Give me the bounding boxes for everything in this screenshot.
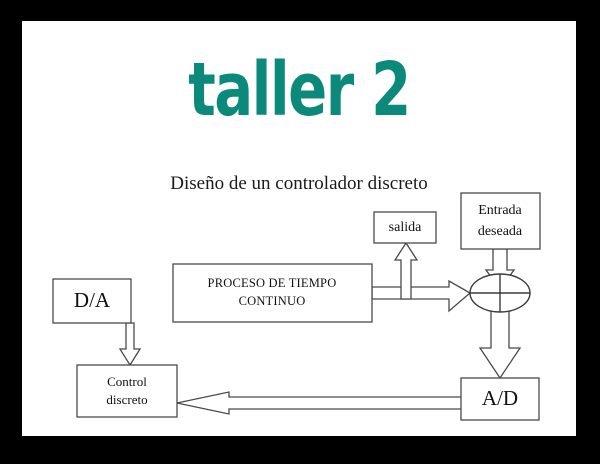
block-da[interactable]: D/A (52, 278, 132, 324)
block-ad-label: A/D (482, 386, 518, 410)
block-control-label-line1: Control (107, 374, 147, 389)
block-entrada-deseada[interactable]: Entrada deseada (460, 192, 541, 250)
block-control-label-line2: discreto (106, 392, 147, 407)
connector-ad-to-control (176, 391, 484, 415)
block-ad[interactable]: A/D (460, 377, 540, 421)
block-process-label-line1: PROCESO DE TIEMPO (208, 276, 337, 290)
sum-junction[interactable] (469, 273, 531, 313)
diagram-canvas: D/A PROCESO DE TIEMPO CONTINUO salida En… (52, 192, 541, 421)
block-diagram: D/A PROCESO DE TIEMPO CONTINUO salida En… (22, 21, 576, 436)
block-salida-label: salida (389, 220, 422, 235)
block-entrada-label-line2: deseada (478, 224, 523, 239)
block-salida[interactable]: salida (373, 211, 437, 244)
page-subtitle: Diseño de un controlador discreto (170, 173, 428, 194)
block-process[interactable]: PROCESO DE TIEMPO CONTINUO (172, 263, 373, 323)
connector-junction-to-ad (478, 308, 522, 380)
block-entrada-label-line1: Entrada (478, 203, 522, 218)
page-title: taller 2 (188, 47, 411, 133)
block-process-label-line2: CONTINUO (239, 294, 306, 308)
block-control-discreto[interactable]: Control discreto (76, 364, 178, 418)
connector-process-to-junction (371, 279, 472, 313)
slide-canvas: taller 2 Diseño de un controlador discre… (22, 21, 576, 436)
connector-process-to-salida (393, 241, 419, 300)
block-da-label: D/A (74, 288, 111, 312)
connector-control-to-da (118, 322, 142, 367)
